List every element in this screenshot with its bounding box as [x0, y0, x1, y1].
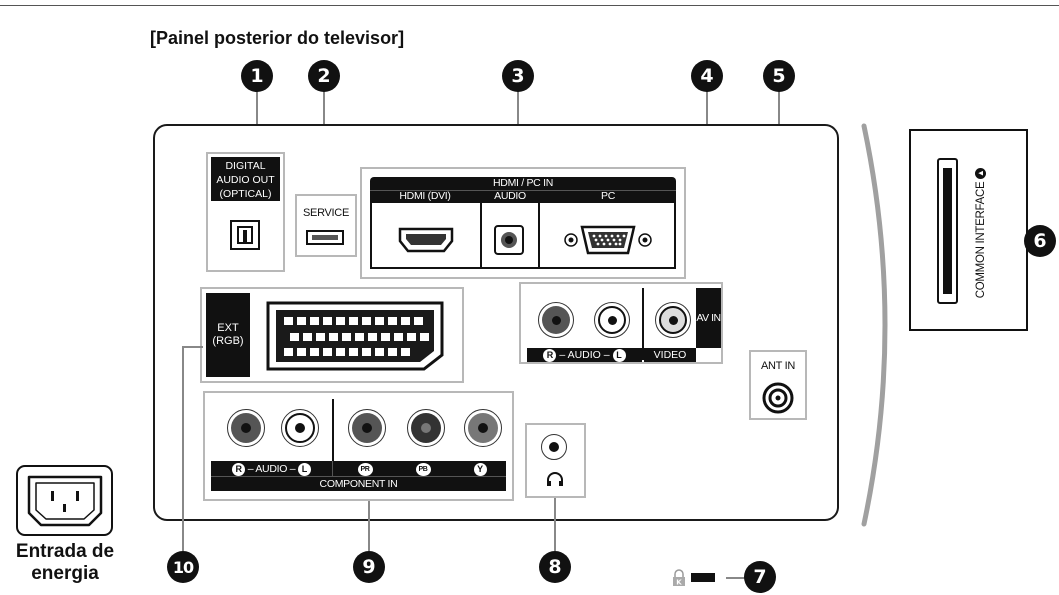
y-label: Y: [460, 462, 500, 476]
hdmi-pc-in-label: HDMI / PC IN: [493, 177, 553, 189]
pb-label: PB: [403, 462, 443, 476]
kensington-slot[interactable]: [691, 573, 715, 582]
power-socket-icon[interactable]: [25, 473, 105, 529]
pc-audio-jack[interactable]: [494, 225, 524, 255]
lead-line-10-v: [182, 346, 184, 551]
common-interface-panel: COMMON INTERFACE ▲: [909, 129, 1028, 331]
av-in-group: AV IN R – AUDIO – L VIDEO: [519, 282, 723, 364]
svg-text:K: K: [676, 579, 682, 587]
pr-label: PR: [345, 462, 385, 476]
component-in-label: COMPONENT IN: [319, 478, 398, 490]
hdmi-pc-header: HDMI / PC IN HDMI (DVI) AUDIO PC: [370, 177, 676, 203]
side-edge-curve: [861, 123, 888, 527]
ant-in-group: ANT IN: [749, 350, 807, 420]
digital-audio-out-label: DIGITAL AUDIO OUT (OPTICAL): [211, 157, 280, 201]
service-group: SERVICE: [295, 194, 357, 257]
r-badge: R: [232, 462, 246, 476]
component-audio-label: R – AUDIO – L: [211, 462, 332, 476]
component-y-jack[interactable]: [464, 409, 502, 447]
component-in-group: R – AUDIO – L PR PB Y COMPONENT IN: [203, 391, 514, 501]
hdmi-port[interactable]: [398, 227, 454, 253]
power-input-label: Entrada de energia: [15, 541, 115, 584]
component-pr-jack[interactable]: [348, 409, 386, 447]
component-label-bar: R – AUDIO – L PR PB Y COMPONENT IN: [211, 461, 506, 491]
audio-label: AUDIO: [494, 190, 526, 202]
lead-line-1: [256, 90, 258, 152]
callout-8: 8: [539, 551, 571, 583]
callout-6: 6: [1024, 225, 1056, 257]
hdmi-pc-in-group: HDMI / PC IN HDMI (DVI) AUDIO PC: [360, 167, 686, 279]
ext-rgb-group: EXT (RGB): [200, 287, 464, 383]
component-pb-jack[interactable]: [407, 409, 445, 447]
headphone-group: [525, 423, 586, 498]
lead-line-9: [368, 501, 370, 551]
optical-port[interactable]: [230, 220, 260, 250]
callout-3: 3: [502, 60, 534, 92]
av-audio-l-jack[interactable]: [594, 302, 630, 338]
callout-7: 7: [744, 561, 776, 593]
ant-in-label: ANT IN: [760, 360, 796, 372]
callout-10: 10: [167, 551, 199, 583]
pc-label: PC: [601, 190, 615, 202]
av-in-label: AV IN: [696, 288, 721, 348]
lead-line-8: [554, 498, 556, 551]
av-video-jack[interactable]: [655, 302, 691, 338]
headphones-icon: [547, 472, 563, 486]
video-label: VIDEO: [644, 348, 696, 362]
callout-1: 1: [241, 60, 273, 92]
kensington-lock-icon: K: [673, 569, 685, 587]
power-socket-frame: [16, 465, 113, 536]
callout-9: 9: [353, 551, 385, 583]
common-interface-label: COMMON INTERFACE ▲: [975, 167, 987, 299]
av-audio-label: R – AUDIO – L: [527, 348, 642, 362]
r-badge: R: [543, 348, 557, 362]
lead-line-10-h: [183, 346, 203, 348]
ext-rgb-label: EXT (RGB): [206, 293, 250, 377]
callout-2: 2: [308, 60, 340, 92]
top-rule: [0, 5, 1059, 6]
usb-service-port[interactable]: [306, 230, 344, 245]
l-badge: L: [297, 462, 311, 476]
headphone-jack[interactable]: [541, 434, 567, 460]
l-badge: L: [612, 348, 626, 362]
component-audio-r-jack[interactable]: [227, 409, 265, 447]
service-label: SERVICE: [303, 207, 349, 219]
lead-line-7: [726, 577, 746, 579]
hdmi-dvi-label: HDMI (DVI): [399, 190, 451, 202]
av-audio-r-jack[interactable]: [538, 302, 574, 338]
scart-port[interactable]: [258, 299, 452, 373]
common-interface-slot[interactable]: [937, 158, 958, 304]
callout-4: 4: [691, 60, 723, 92]
callout-5: 5: [763, 60, 795, 92]
digital-audio-out-group: DIGITAL AUDIO OUT (OPTICAL): [206, 152, 285, 272]
component-audio-l-jack[interactable]: [281, 409, 319, 447]
page-title: [Painel posterior do televisor]: [150, 28, 405, 48]
antenna-port[interactable]: [762, 382, 794, 414]
vga-port[interactable]: [562, 223, 654, 257]
